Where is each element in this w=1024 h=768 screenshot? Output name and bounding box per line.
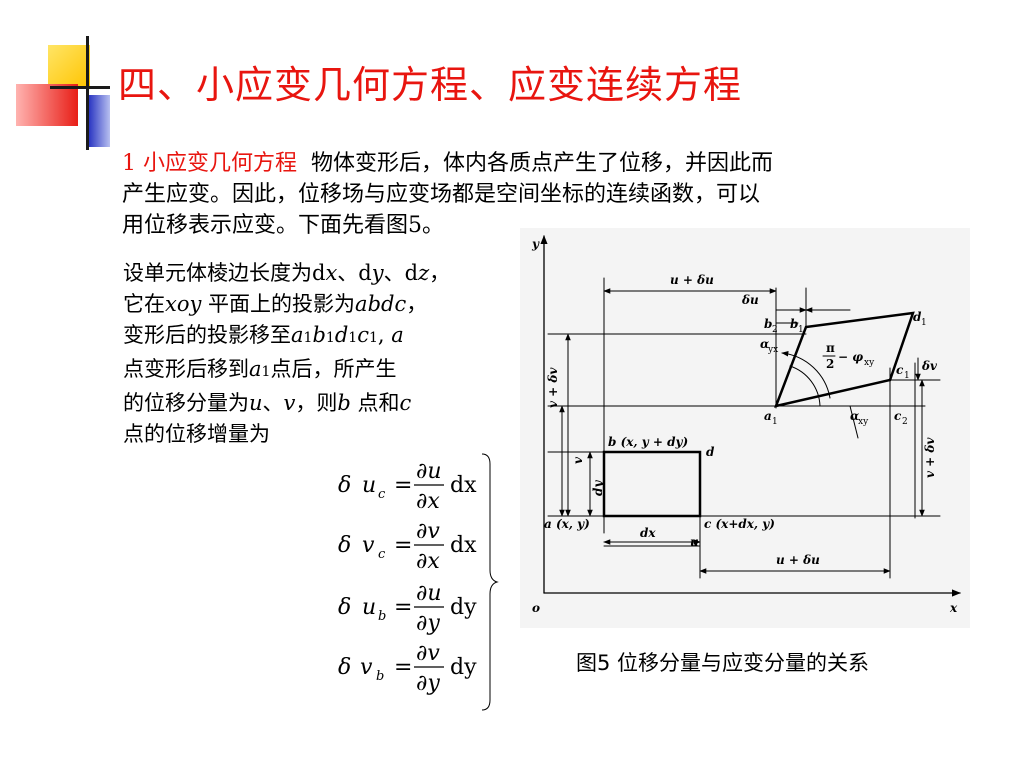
svg-text:c (x+dx, y): c (x+dx, y) <box>704 517 775 531</box>
svg-text:dy: dy <box>591 480 605 496</box>
svg-text:v + δv: v + δv <box>546 367 560 408</box>
svg-text:v: v <box>362 533 375 558</box>
svg-text:∂v: ∂v <box>416 519 440 544</box>
svg-text:xy: xy <box>864 358 875 368</box>
svg-text:b: b <box>764 317 772 331</box>
intro-line-2: 产生应变。因此，位移场与应变场都是空间坐标的连续函数，可以 <box>122 182 761 207</box>
svg-text:u + δu: u + δu <box>670 273 714 287</box>
svg-text:∂y: ∂y <box>416 671 440 696</box>
svg-text:dy: dy <box>450 655 477 680</box>
svg-text:δ: δ <box>338 595 351 620</box>
slide-title: 四、小应变几何方程、应变连续方程 <box>118 63 743 107</box>
svg-text:b: b <box>378 609 386 624</box>
displacement-equations: δ u c = ∂u ∂x dx δ v c = ∂v ∂x dx δ u b … <box>330 452 500 712</box>
equation-dub: δ u b = ∂u ∂y dy <box>338 581 477 636</box>
section-heading: 1 小应变几何方程 <box>122 151 297 176</box>
svg-text:yx: yx <box>767 345 778 355</box>
svg-text:1: 1 <box>921 318 927 328</box>
svg-text:π: π <box>826 341 835 355</box>
desc-line-5: 的位移分量为u、v，则b 点和c <box>123 391 412 415</box>
slide-logo <box>0 0 110 150</box>
desc-line-2: 它在xoy 平面上的投影为abdc， <box>123 292 428 316</box>
svg-text:u + δu: u + δu <box>776 553 820 567</box>
svg-text:∂x: ∂x <box>416 549 440 574</box>
svg-text:∂x: ∂x <box>416 489 440 514</box>
desc-line-6: 点的位移增量为 <box>123 422 270 446</box>
svg-text:dy: dy <box>450 595 477 620</box>
svg-text:α: α <box>850 409 859 423</box>
svg-text:=: = <box>394 533 412 558</box>
svg-text:b: b <box>376 669 384 684</box>
svg-text:b: b <box>790 317 798 331</box>
intro-line-3: 用位移表示应变。下面先看图5。 <box>122 213 444 238</box>
equation-dvc: δ v c = ∂v ∂x dx <box>338 519 477 574</box>
desc-line-4: 点变形后移到a1点后，所产生 <box>123 357 397 381</box>
svg-text:1: 1 <box>798 325 804 335</box>
svg-text:v + δv: v + δv <box>923 437 937 478</box>
svg-text:∂u: ∂u <box>416 581 442 606</box>
svg-text:u: u <box>362 595 376 620</box>
equation-brace <box>481 453 499 711</box>
svg-text:δ: δ <box>338 533 351 558</box>
svg-text:v: v <box>571 456 585 464</box>
x-axis-label: x <box>949 601 958 615</box>
intro-text-1: 物体变形后，体内各质点产生了位移，并因此而 <box>311 151 774 176</box>
svg-text:a: a <box>764 409 772 423</box>
svg-text:u: u <box>690 535 699 549</box>
svg-text:b (x, y + dy): b (x, y + dy) <box>608 435 688 449</box>
svg-text:δ: δ <box>338 473 351 498</box>
svg-text:d: d <box>913 310 922 324</box>
deformed-element <box>774 311 915 408</box>
svg-text:v: v <box>360 655 373 680</box>
intro-line-1: 1 小应变几何方程 物体变形后，体内各质点产生了位移，并因此而 <box>122 148 952 179</box>
svg-text:− φ: − φ <box>838 350 863 364</box>
angle-arc <box>789 365 821 407</box>
svg-text:c: c <box>378 487 386 502</box>
origin-label: o <box>532 601 540 615</box>
svg-text:dx: dx <box>640 526 656 540</box>
svg-text:=: = <box>394 595 412 620</box>
svg-text:=: = <box>394 655 412 680</box>
svg-text:2: 2 <box>826 357 834 371</box>
svg-text:dx: dx <box>450 533 477 558</box>
svg-text:2: 2 <box>902 417 908 427</box>
desc-line-3: 变形后的投影移至a1b1d1c1, a <box>123 323 404 347</box>
svg-text:δu: δu <box>741 293 759 307</box>
angle-arc-2 <box>781 350 831 399</box>
svg-text:d: d <box>706 445 715 459</box>
svg-text:1: 1 <box>904 371 910 381</box>
svg-text:∂v: ∂v <box>416 641 440 666</box>
svg-text:c: c <box>896 363 904 377</box>
svg-text:dx: dx <box>450 473 477 498</box>
svg-text:δ: δ <box>338 655 351 680</box>
figure-caption: 图5 位移分量与应变分量的关系 <box>576 651 870 675</box>
svg-text:α: α <box>760 337 769 351</box>
svg-text:1: 1 <box>772 417 778 427</box>
svg-text:u: u <box>362 473 376 498</box>
svg-text:=: = <box>394 473 412 498</box>
svg-text:2: 2 <box>772 325 778 335</box>
svg-text:c: c <box>378 547 386 562</box>
figure-5: y x o <box>520 228 970 628</box>
desc-line-1: 设单元体棱边长度为dx、dy、dz， <box>123 261 451 285</box>
svg-text:∂u: ∂u <box>416 459 442 484</box>
svg-text:δv: δv <box>921 359 938 373</box>
y-axis-label: y <box>531 237 540 251</box>
svg-text:a (x, y): a (x, y) <box>544 517 590 531</box>
equation-duc: δ u c = ∂u ∂x dx <box>338 459 477 514</box>
svg-text:c: c <box>894 409 902 423</box>
description-text: 设单元体棱边长度为dx、dy、dz， 它在xoy 平面上的投影为abdc， 变形… <box>123 258 533 450</box>
equation-dvb: δ v b = ∂v ∂y dy <box>338 641 477 696</box>
svg-text:xy: xy <box>858 417 869 427</box>
intro-paragraph: 1 小应变几何方程 物体变形后，体内各质点产生了位移，并因此而 产生应变。因此，… <box>122 148 952 241</box>
svg-text:∂y: ∂y <box>416 611 440 636</box>
